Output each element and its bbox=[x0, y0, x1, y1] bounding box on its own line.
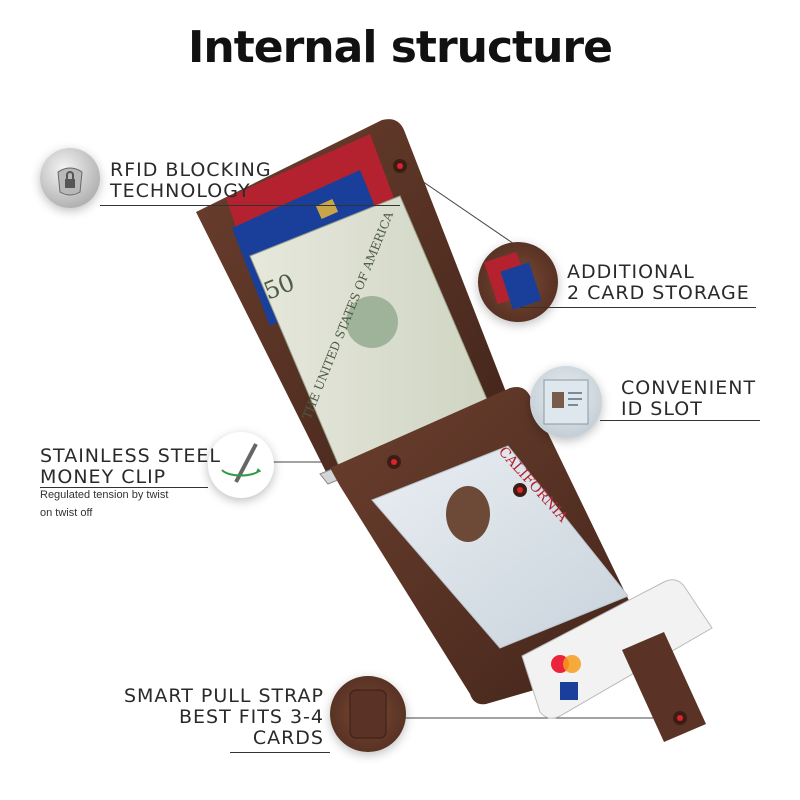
id-slot-bubble bbox=[530, 366, 602, 438]
id-window bbox=[371, 445, 629, 649]
callout-pull-strap: SMART PULL STRAP BEST FITS 3-4 CARDS bbox=[123, 685, 324, 749]
rfid-shield-icon bbox=[57, 167, 83, 196]
pull-strap-underline bbox=[230, 752, 330, 753]
rfid-bubble bbox=[40, 148, 100, 208]
callout-rfid: RFID BLOCKING TECHNOLOGY bbox=[110, 159, 272, 202]
money-clip-sub: Regulated tension by twist on twist off bbox=[40, 489, 169, 519]
pull-strap bbox=[622, 632, 706, 742]
id-photo bbox=[446, 486, 490, 542]
bill-seal bbox=[346, 296, 398, 348]
additional-underline bbox=[520, 307, 756, 308]
additional-card-bubble bbox=[478, 242, 558, 322]
id-slot-underline bbox=[600, 420, 760, 421]
marker-dots bbox=[387, 159, 687, 725]
pull-strap-bubble bbox=[330, 676, 406, 752]
callout-id-slot: CONVENIENT ID SLOT bbox=[621, 377, 757, 420]
money-clip-underline bbox=[40, 487, 208, 488]
rotate-icon bbox=[221, 443, 261, 483]
rfid-underline bbox=[100, 205, 400, 206]
callout-additional: ADDITIONAL 2 CARD STORAGE bbox=[567, 261, 750, 304]
callout-money-clip: STAINLESS STEEL MONEY CLIP bbox=[40, 445, 222, 488]
card-chip bbox=[315, 198, 339, 220]
page-title: Internal structure bbox=[188, 22, 613, 73]
money-clip-bubble bbox=[208, 432, 274, 498]
mastercard-yellow bbox=[563, 655, 581, 673]
card-letter-block bbox=[560, 682, 578, 700]
